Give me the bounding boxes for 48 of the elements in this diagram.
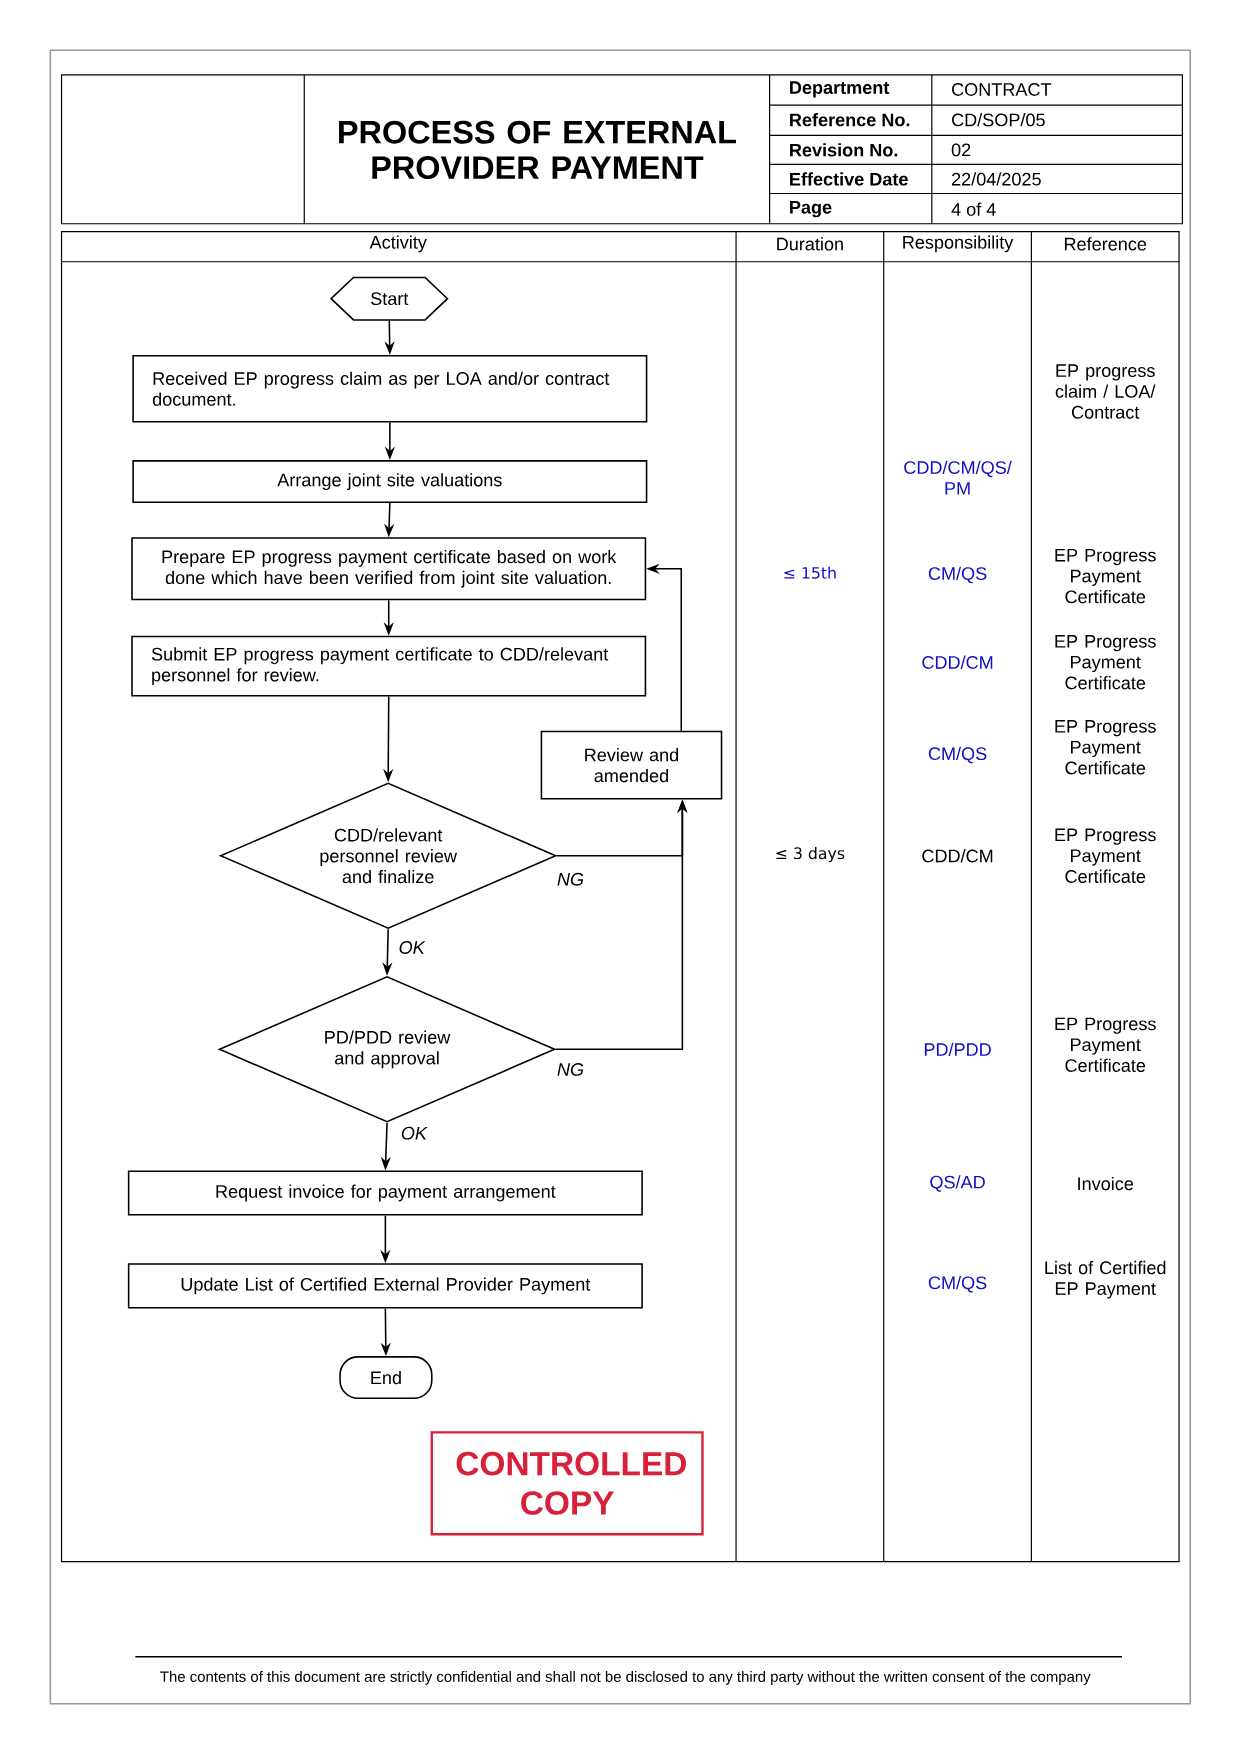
edge-label: NG: [555, 1061, 587, 1078]
responsibility-text: CDD/CM/QS/ PM: [904, 460, 1013, 495]
responsibility-text: CM/QS: [929, 1275, 987, 1293]
field-value: 02: [952, 143, 971, 157]
field-label: Page: [790, 201, 832, 218]
process-box: Arrange joint site valuations: [132, 460, 648, 504]
field-label: Department: [790, 81, 890, 98]
field-value: 4 of 4: [951, 202, 996, 216]
responsibility-text: QS/AD: [930, 1175, 986, 1192]
reference-text: EP progress claim / LOA/ Contract: [1055, 364, 1156, 419]
column-header: Activity: [369, 235, 428, 253]
reference-text: EP Progress Payment Certificate: [1055, 548, 1156, 604]
responsibility-text: CM/QS: [929, 746, 987, 764]
footer-text: The contents of this document are strictly confidential and shall not be disclosed to any third party without the written consent of the company: [160, 1671, 1091, 1685]
edge-label: NG: [555, 870, 587, 888]
reference-text: EP Progress Payment Certificate: [1055, 1017, 1156, 1072]
column-header: Responsibility: [903, 235, 1014, 253]
edge-label: OK: [399, 1124, 430, 1142]
edge-label: OK: [396, 939, 427, 956]
title: PROCESS OF EXTERNAL PROVIDER PAYMENT: [339, 120, 737, 180]
start-terminal: Start: [330, 276, 449, 321]
field-label: Reference No.: [790, 113, 910, 127]
duration-text: ≤ 15th: [784, 566, 836, 579]
field-value: 22/04/2025: [952, 172, 1042, 186]
responsibility-text: CM/QS: [929, 566, 987, 584]
duration-text: ≤ 3 days: [776, 847, 845, 863]
end-terminal: End: [339, 1356, 433, 1400]
stamp: CONTROLLED COPY: [430, 1431, 704, 1536]
process-box: Received EP progress claim as per LOA and/or contract document.: [132, 354, 648, 423]
column-header: Reference: [1065, 237, 1147, 251]
responsibility-text: CDD/CM: [922, 655, 993, 669]
responsibility-text: PD/PDD: [925, 1042, 992, 1056]
reference-text: List of Certified EP Payment: [1045, 1260, 1166, 1299]
field-label: Effective Date: [790, 172, 909, 186]
process-box: Submit EP progress payment certificate to CDD/relevant personnel for review.: [131, 635, 647, 697]
reference-text: EP Progress Payment Certificate: [1055, 720, 1156, 775]
reference-text: EP Progress Payment Certificate: [1055, 828, 1156, 883]
reference-text: EP Progress Payment Certificate: [1055, 635, 1156, 690]
field-label: Revision No.: [790, 143, 898, 157]
process-box: Review and amended: [540, 730, 723, 800]
column-header: Duration: [777, 237, 844, 251]
process-box: Request invoice for payment arrangement: [128, 1170, 644, 1216]
field-value: CD/SOP/05: [952, 113, 1046, 127]
process-box: Prepare EP progress payment certificate based on work done which have been verified from joint site valuation.: [131, 537, 647, 601]
process-box: Update List of Certified External Provider Payment: [128, 1263, 644, 1309]
responsibility-text: CDD/CM: [922, 849, 993, 863]
field-value: CONTRACT: [952, 83, 1052, 96]
reference-text: Invoice: [1078, 1176, 1134, 1191]
